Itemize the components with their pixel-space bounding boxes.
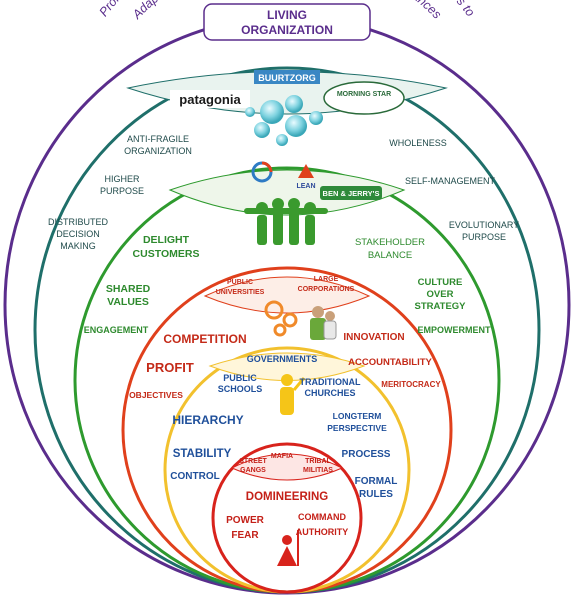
ben-jerrys-logo: BEN & JERRY'S — [320, 186, 382, 200]
traditional-churches-label-2: CHURCHES — [304, 388, 355, 398]
red-ring — [211, 442, 363, 594]
large-corporations-label-1: LARGE — [314, 276, 339, 283]
authority-label: AUTHORITY — [296, 527, 349, 537]
red-cap — [230, 453, 344, 481]
evolutionary-label-2: PURPOSE — [462, 232, 506, 242]
public-universities-label-2: UNIVERSITIES — [216, 289, 265, 296]
longterm-label-1: LONGTERM — [333, 411, 382, 421]
public-schools-label-1: PUBLIC — [223, 373, 257, 383]
competition-label: COMPETITION — [163, 332, 246, 346]
gears-graphic — [264, 300, 298, 337]
lean-logo: LEAN — [296, 164, 316, 190]
svg-text:LEAN: LEAN — [296, 183, 315, 190]
stability-label: STABILITY — [173, 448, 232, 460]
accountability-label: ACCOUNTABILITY — [348, 357, 432, 368]
meritocracy-label: MERITOCRACY — [381, 380, 441, 389]
bubbles-graphic — [245, 95, 323, 146]
title-box — [203, 3, 371, 41]
orange-cap — [203, 276, 371, 314]
delight-label-2: CUSTOMERS — [133, 248, 200, 260]
large-corporations-label-2: CORPORATIONS — [298, 286, 355, 293]
control-label: CONTROL — [170, 471, 219, 482]
objectives-label: OBJECTIVES — [129, 390, 183, 400]
amber-cap — [208, 352, 366, 381]
public-schools-label-2: SCHOOLS — [218, 384, 263, 394]
street-gangs-label-2: GANGS — [240, 467, 266, 474]
longterm-label-2: PERSPECTIVE — [327, 423, 387, 433]
anti-fragile-label-1: ANTI-FRAGILE — [127, 134, 189, 144]
process-label: PROCESS — [342, 449, 391, 460]
stakeholder-label-1: STAKEHOLDER — [355, 237, 425, 248]
street-gangs-label-1: STREET — [239, 458, 267, 465]
title-line2: ORGANIZATION — [241, 23, 333, 37]
public-universities-label-1: PUBLIC — [227, 279, 253, 286]
business-people-graphic — [310, 306, 337, 340]
governments-label: GOVERNMENTS — [247, 354, 318, 364]
title-line1: LIVING — [267, 8, 307, 22]
culture-label-3: STRATEGY — [414, 301, 466, 312]
fear-label: FEAR — [231, 530, 259, 541]
formal-rules-label-1: FORMAL — [355, 476, 398, 487]
tribal-militias-label-2: MILITIAS — [303, 467, 333, 474]
svg-text:MORNING STAR: MORNING STAR — [337, 91, 391, 98]
distributed-label-3: MAKING — [60, 241, 96, 251]
svg-text:BEN & JERRY'S: BEN & JERRY'S — [323, 189, 380, 198]
innovation-label: INNOVATION — [343, 332, 404, 343]
leader-figure-graphic — [280, 374, 306, 415]
distributed-label-2: DECISION — [56, 229, 100, 239]
culture-label-1: CULTURE — [418, 277, 463, 288]
evolutionary-label-1: EVOLUTIONARY — [449, 220, 519, 230]
stakeholder-label-2: BALANCE — [368, 250, 412, 261]
wholeness-label: WHOLENESS — [389, 138, 447, 148]
domineering-label: DOMINEERING — [246, 491, 328, 503]
buurtzorg-logo: BUURTZORG — [254, 70, 320, 84]
hierarchy-label: HIERARCHY — [172, 413, 243, 427]
command-label: COMMAND — [298, 512, 346, 522]
shared-values-label-2: VALUES — [107, 296, 149, 308]
empowerment-label: EMPOWERMENT — [418, 325, 492, 335]
svg-text:patagonia: patagonia — [179, 92, 241, 107]
green-cap — [168, 169, 406, 216]
shared-values-label-1: SHARED — [106, 283, 151, 295]
engagement-label: ENGAGEMENT — [84, 325, 149, 335]
green-people-graphic — [244, 198, 328, 245]
morning-star-logo: MORNING STAR — [323, 81, 405, 115]
higher-purpose-label-1: HIGHER — [104, 174, 140, 184]
higher-purpose-label-2: PURPOSE — [100, 186, 144, 196]
culture-label-2: OVER — [427, 289, 454, 300]
svg-text:BUURTZORG: BUURTZORG — [258, 73, 316, 83]
traditional-churches-label-1: TRADITIONAL — [300, 377, 361, 387]
tribal-militias-label-1: TRIBAL — [305, 458, 331, 465]
ring-logo — [251, 161, 273, 183]
patagonia-logo: patagonia — [170, 90, 250, 108]
self-management-label: SELF-MANAGEMENT — [405, 176, 496, 186]
mafia-label: MAFIA — [271, 453, 293, 460]
anti-fragile-label-2: ORGANIZATION — [124, 146, 192, 156]
warlord-figure-graphic — [277, 530, 299, 566]
distributed-label-1: DISTRIBUTED — [48, 217, 109, 227]
delight-label-1: DELIGHT — [143, 234, 190, 246]
formal-rules-label-2: RULES — [359, 489, 393, 500]
power-label: POWER — [226, 515, 265, 526]
profit-label: PROFIT — [146, 360, 194, 375]
